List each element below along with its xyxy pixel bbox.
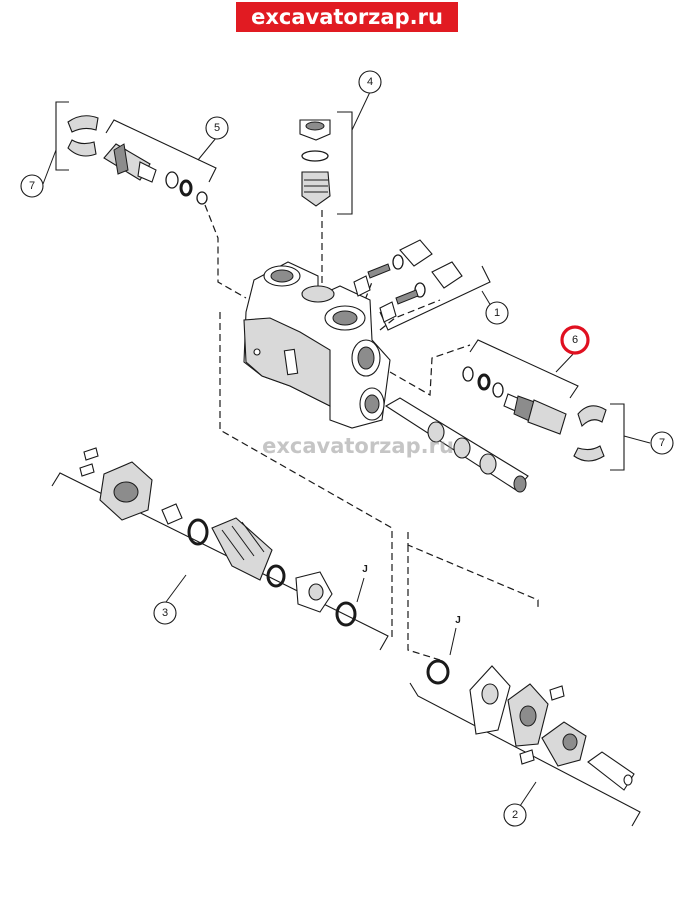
label-j-upper: J (362, 564, 368, 575)
cap-assembly-2 (426, 659, 635, 791)
clip-right (573, 405, 607, 462)
callout-4: 4 (358, 70, 382, 94)
callout-5: 5 (205, 116, 229, 140)
plunger-set-1 (353, 239, 463, 323)
label-j-lower: J (455, 615, 461, 626)
svg-text:1: 1 (494, 307, 500, 319)
relief-valve-5 (103, 143, 208, 205)
callout-7-left: 7 (20, 174, 44, 198)
callout-1: 1 (485, 301, 509, 325)
brackets (51, 101, 641, 827)
watermark: excavatorzap.ru (262, 434, 454, 458)
svg-text:7: 7 (659, 437, 665, 449)
assembly-lines (204, 204, 539, 661)
svg-text:3: 3 (162, 607, 168, 619)
svg-text:2: 2 (512, 809, 518, 821)
relief-valve-6 (462, 366, 567, 435)
svg-text:4: 4 (367, 76, 373, 88)
svg-text:6: 6 (572, 334, 578, 346)
cap-assembly-3 (79, 447, 357, 627)
callout-7-right: 7 (650, 431, 674, 455)
site-banner: excavatorzap.ru (236, 2, 458, 32)
svg-text:5: 5 (214, 122, 220, 134)
callout-2: 2 (503, 803, 527, 827)
clip-top (67, 115, 99, 157)
valve-housing (243, 261, 391, 429)
check-valve-4 (299, 119, 331, 207)
svg-text:7: 7 (29, 180, 35, 192)
spool (384, 397, 529, 493)
callout-3: 3 (153, 601, 177, 625)
callout-6-highlighted: 6 (560, 325, 590, 355)
